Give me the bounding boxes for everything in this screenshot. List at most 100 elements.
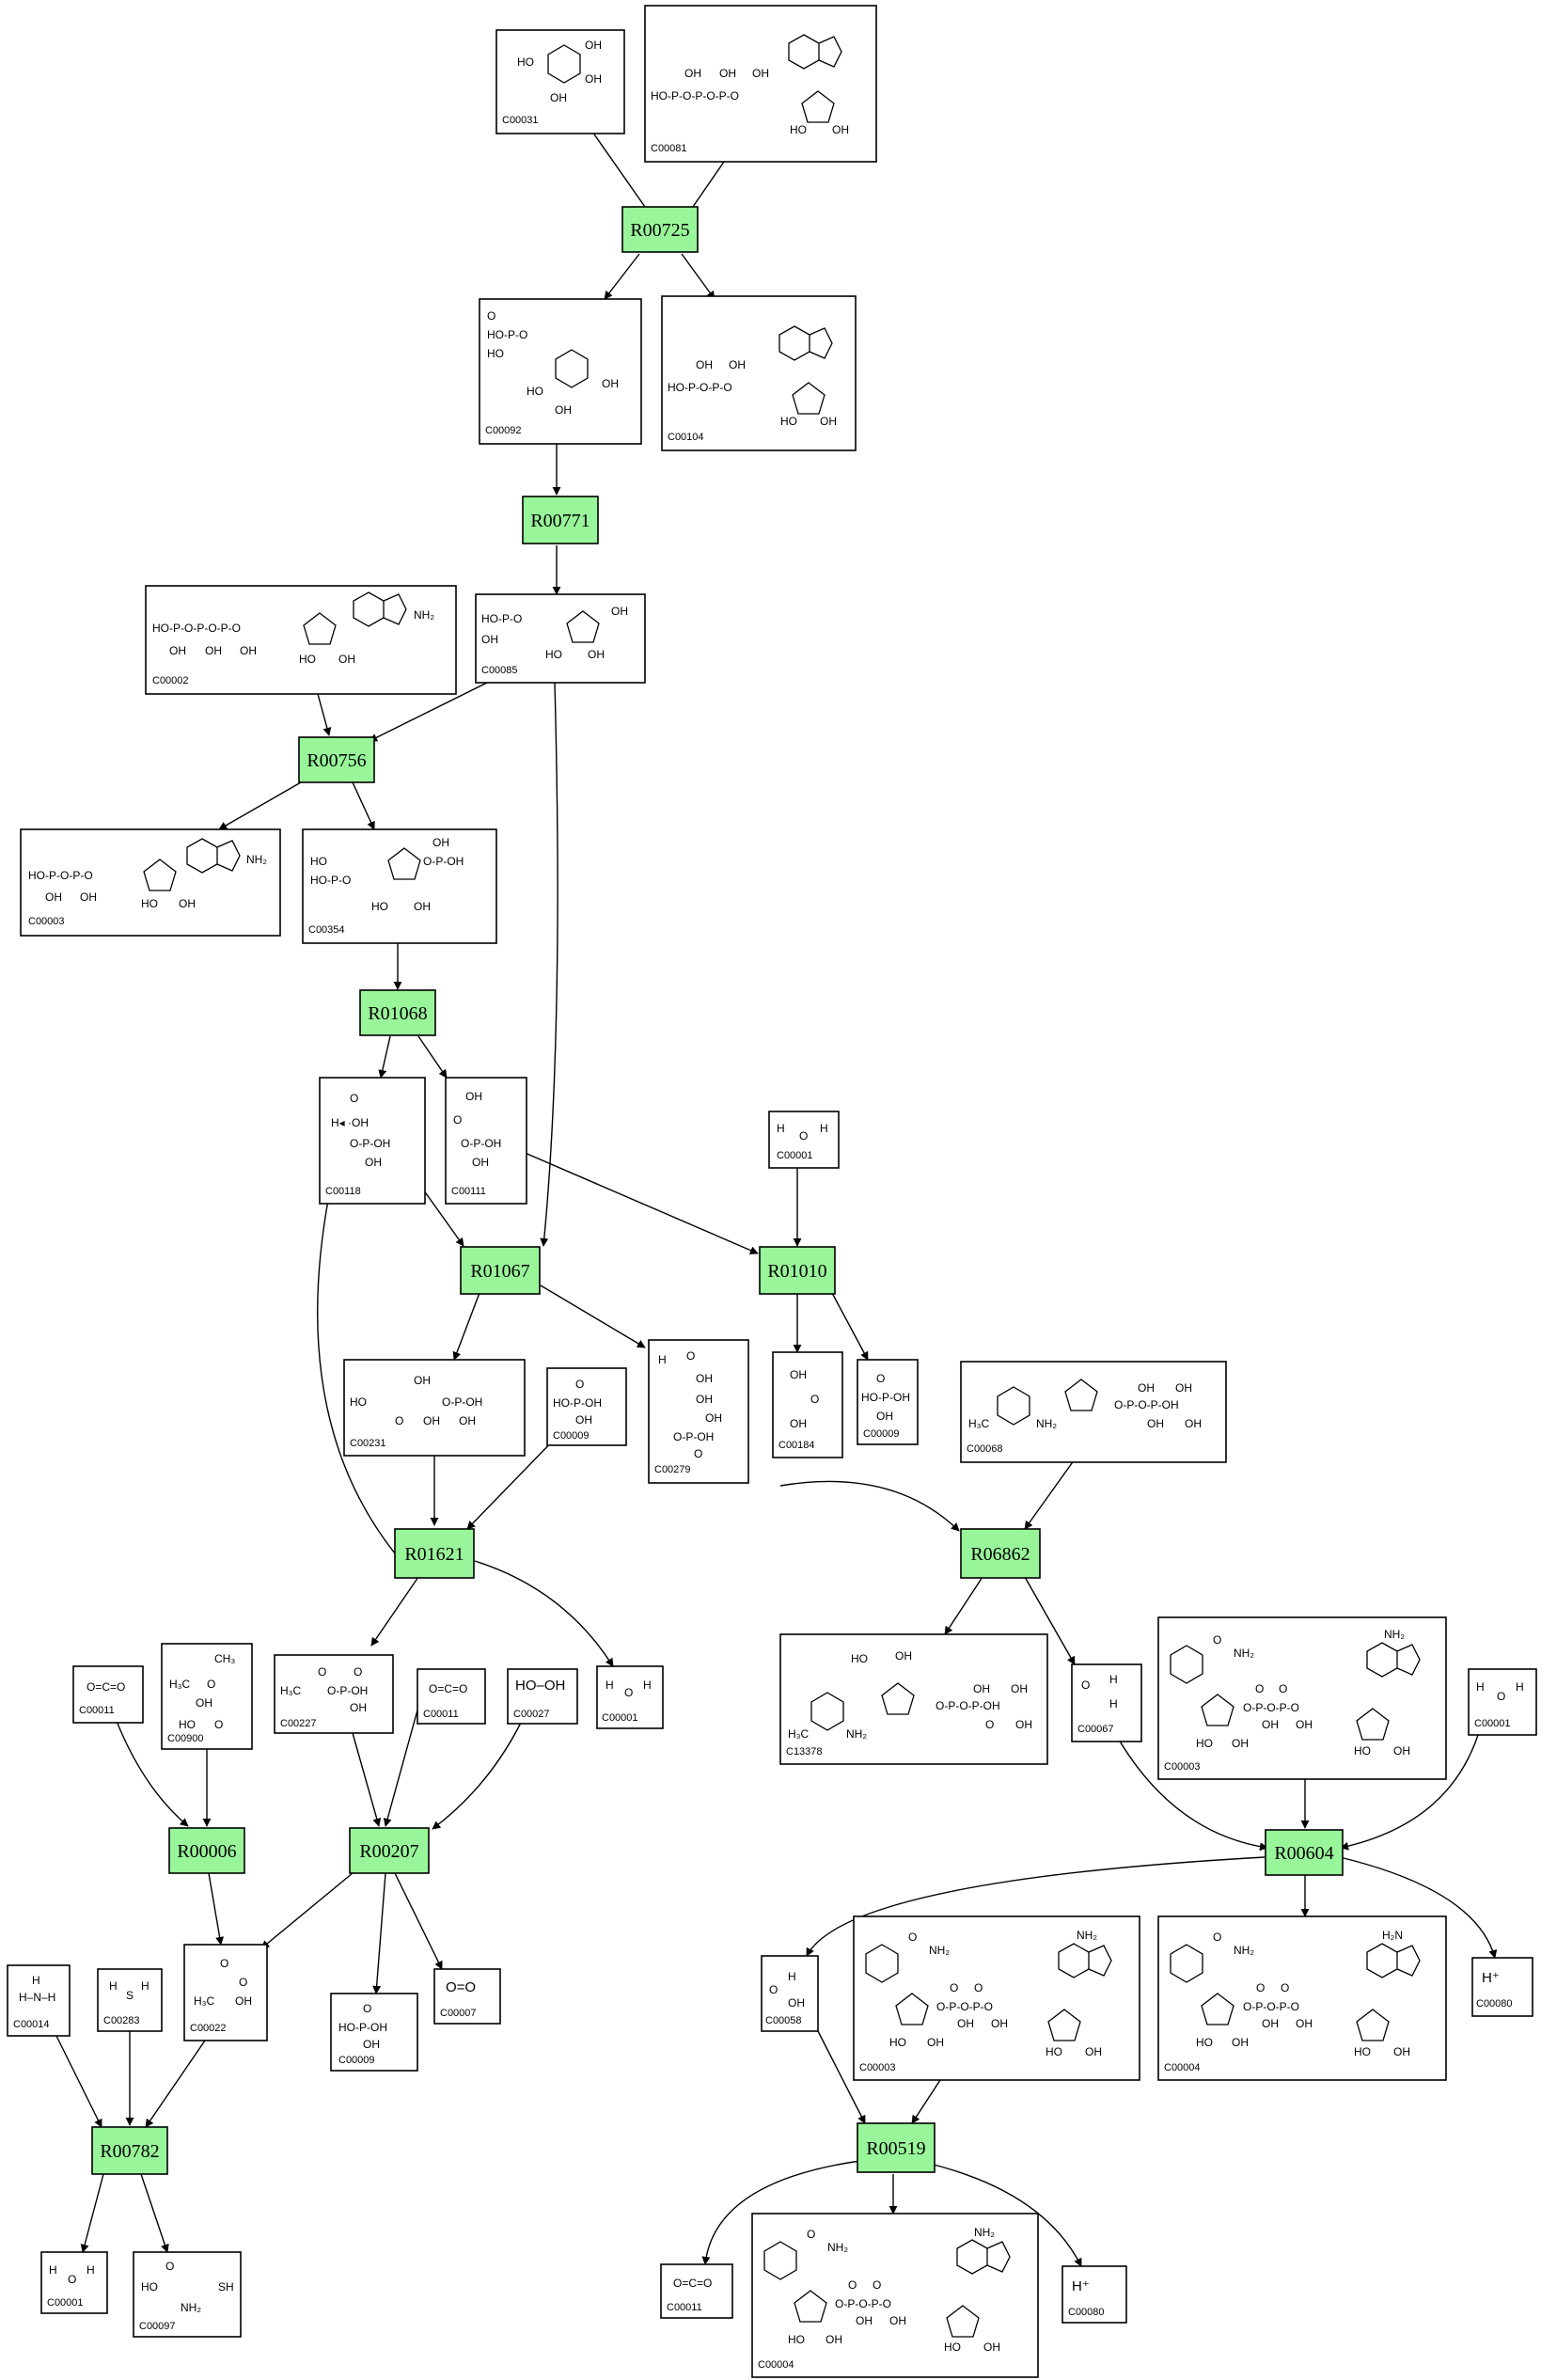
compound-formula: H⁺ <box>1072 2278 1090 2294</box>
svg-text:OH: OH <box>338 653 355 666</box>
svg-text:O: O <box>350 1092 358 1105</box>
reaction-node-r00006[interactable]: R00006 <box>168 1827 245 1874</box>
reaction-node-r00725[interactable]: R00725 <box>621 206 699 253</box>
svg-text:O: O <box>950 1981 958 1994</box>
svg-text:OH: OH <box>414 1374 431 1387</box>
svg-text:OH: OH <box>1175 1381 1192 1395</box>
svg-text:H: H <box>788 1970 796 1983</box>
svg-text:H₃C: H₃C <box>194 1994 215 2008</box>
svg-text:OH: OH <box>696 1393 713 1406</box>
reaction-node-r01068[interactable]: R01068 <box>359 989 436 1036</box>
svg-text:OH: OH <box>550 91 567 104</box>
svg-text:OH: OH <box>602 377 619 390</box>
svg-text:OH: OH <box>705 1411 722 1425</box>
svg-text:OH: OH <box>205 644 222 657</box>
svg-text:O: O <box>318 1665 326 1679</box>
svg-text:O=C=O: O=C=O <box>429 1682 467 1695</box>
reaction-label: R01067 <box>470 1261 529 1282</box>
compound-id-label: C00003 <box>859 2062 896 2073</box>
compound-node-c00184[interactable]: OH O OH C00184 <box>772 1351 843 1458</box>
edges <box>55 131 1498 2267</box>
compound-node-c00080-a[interactable]: H⁺ C00080 <box>1471 1957 1533 2017</box>
svg-text:O: O <box>908 1931 917 1944</box>
reaction-node-r00604[interactable]: R00604 <box>1265 1829 1344 1876</box>
reaction-node-r01067[interactable]: R01067 <box>460 1246 541 1295</box>
reaction-node-r00207[interactable]: R00207 <box>349 1827 430 1874</box>
reaction-node-r01010[interactable]: R01010 <box>759 1246 836 1295</box>
svg-text:OH: OH <box>585 39 602 52</box>
svg-text:O: O <box>165 2260 174 2273</box>
svg-text:H: H <box>86 2263 95 2277</box>
svg-text:OH: OH <box>459 1414 476 1427</box>
svg-text:OH: OH <box>895 1649 912 1663</box>
compound-node-c00283[interactable]: HSH C00283 <box>97 1968 163 2032</box>
svg-text:H₂N: H₂N <box>1382 1929 1403 1942</box>
compound-node-c00058[interactable]: H O OH C00058 <box>761 1955 819 2032</box>
compound-node-c00001-d[interactable]: HOH C00001 <box>40 2251 108 2314</box>
compound-node-c00022[interactable]: O O H₃C OH C00022 <box>183 1944 268 2041</box>
compound-id-label: C00011 <box>423 1709 459 1720</box>
svg-text:HO: HO <box>487 347 504 360</box>
svg-text:NH₂: NH₂ <box>974 2226 995 2239</box>
compound-node-c00011-a[interactable]: O=C=O C00011 <box>72 1665 144 1724</box>
compound-node-c00118[interactable]: O H◂ ·OH O-P-OH OH C00118 <box>319 1077 426 1205</box>
compound-id-label: C00009 <box>863 1428 900 1440</box>
compound-node-c00011-c[interactable]: O=C=O C00011 <box>660 2263 733 2319</box>
compound-node-c00007[interactable]: O=O C00007 <box>433 1968 501 2025</box>
compound-node-c00009-a[interactable]: O HO-P-OH OH C00009 <box>546 1367 627 1446</box>
svg-text:O: O <box>1081 1679 1090 1692</box>
compound-node-c00001-a[interactable]: HOH C00001 <box>768 1111 840 1169</box>
svg-text:O: O <box>807 2228 815 2241</box>
compound-node-c00027[interactable]: HO–OH C00027 <box>507 1668 578 1725</box>
compound-node-c00067[interactable]: O H H C00067 <box>1071 1663 1142 1742</box>
compound-node-c00001-b[interactable]: HOH C00001 <box>596 1665 664 1729</box>
reaction-node-r01621[interactable]: R01621 <box>394 1528 475 1579</box>
svg-text:OH: OH <box>472 1156 489 1169</box>
compound-node-c00001-c[interactable]: HOH C00001 <box>1468 1668 1537 1736</box>
reaction-node-r00782[interactable]: R00782 <box>91 2126 168 2175</box>
compound-node-c00014[interactable]: H H–N–H C00014 <box>7 1964 71 2037</box>
svg-text:O: O <box>1281 1981 1289 1994</box>
reaction-node-r00756[interactable]: R00756 <box>298 736 375 783</box>
reaction-node-r06862[interactable]: R06862 <box>960 1528 1041 1579</box>
reaction-node-r00771[interactable]: R00771 <box>522 496 599 544</box>
svg-text:H: H <box>643 1679 652 1692</box>
svg-text:O: O <box>487 309 495 323</box>
reaction-label: R00006 <box>177 1841 236 1862</box>
compound-node-c00092[interactable]: O HO-P-O HO HO OH OH C00092 <box>479 298 642 445</box>
compound-id-label: C00031 <box>502 115 539 126</box>
compound-id-label: C00002 <box>152 675 189 686</box>
compound-node-c00011-b[interactable]: O=C=O C00011 <box>417 1668 486 1725</box>
compound-id-label: C00067 <box>1077 1724 1114 1735</box>
svg-text:HO-P-O: HO-P-O <box>487 328 527 341</box>
compound-node-c00009-c[interactable]: O HO-P-OH OH C00009 <box>330 1993 418 2072</box>
svg-text:O: O <box>239 1976 247 1989</box>
svg-text:OH: OH <box>876 1410 893 1423</box>
compound-id-label: C00068 <box>967 1443 1003 1455</box>
compound-node-c00111[interactable]: OH O O-P-OH OH C00111 <box>445 1077 527 1205</box>
compound-node-c00009-b[interactable]: O HO-P-OH OH C00009 <box>857 1359 919 1445</box>
compound-node-c00031[interactable]: HO OH OH OH C00031 <box>495 29 625 134</box>
svg-text:OH: OH <box>1011 1682 1028 1695</box>
svg-text:OH: OH <box>1262 1718 1279 1731</box>
svg-text:OH: OH <box>365 1156 382 1169</box>
reaction-node-r00519[interactable]: R00519 <box>857 2122 936 2173</box>
compound-node-c00080-b[interactable]: H⁺ C00080 <box>1061 2265 1127 2324</box>
